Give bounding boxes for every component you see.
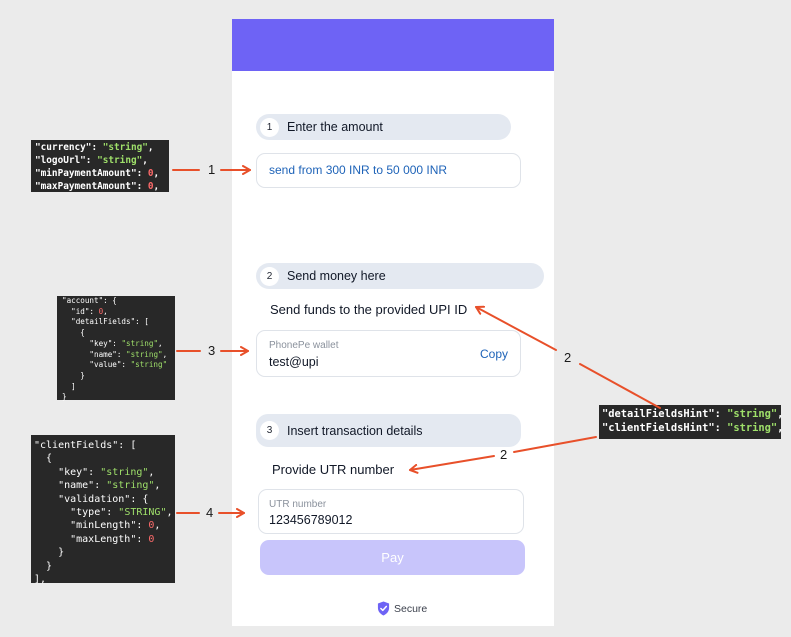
code-line: } (34, 547, 65, 559)
utr-caption: Provide UTR number (272, 462, 395, 477)
code-line: "currency": "string", (35, 142, 154, 153)
code-line: "key": "string", (62, 338, 163, 348)
code-line: "maxLength": 0 (34, 533, 155, 545)
step-number: 1 (260, 117, 279, 137)
copy-button[interactable]: Copy (479, 347, 508, 361)
step-3-header: 3 Insert transaction details (256, 414, 521, 447)
code-line: ], (34, 574, 47, 586)
step-2-header: 2 Send money here (256, 263, 544, 289)
secure-badge: Secure (377, 601, 427, 616)
step-title: Insert transaction details (287, 423, 423, 438)
utr-field[interactable]: UTR number (258, 489, 524, 534)
step-title: Enter the amount (287, 120, 383, 134)
amount-range-text: send from 300 INR to 50 000 INR (269, 163, 448, 177)
utr-field-label: UTR number (269, 499, 327, 510)
annotation-number-4: 4 (206, 505, 214, 520)
pay-button[interactable]: Pay (260, 540, 525, 575)
code-line: "minPaymentAmount": 0, (35, 168, 160, 179)
code-line: "detailFieldsHint": "string", (602, 408, 784, 420)
wallet-label: PhonePe wallet (269, 340, 339, 351)
secure-label: Secure (394, 602, 428, 615)
annotation-number-2-utr: 2 (500, 447, 508, 462)
code-line: ] (62, 381, 76, 391)
code-line: "value": "string" (62, 360, 168, 370)
shield-check-icon (377, 601, 390, 616)
code-line: "account": { (62, 296, 117, 305)
arrow-2-utr-a (513, 436, 597, 453)
code-line: } (62, 370, 85, 380)
step-number: 3 (260, 421, 279, 440)
code-line: "type": "STRING", (34, 507, 173, 519)
code-block-currency: "currency": "string", "logoUrl": "string… (31, 140, 169, 192)
step-title: Send money here (287, 269, 386, 283)
step-number: 2 (260, 266, 279, 286)
code-line: "key": "string", (34, 466, 155, 478)
code-block-hints: "detailFieldsHint": "string", "clientFie… (599, 405, 784, 439)
code-line: "clientFieldsHint": "string", (602, 422, 784, 434)
code-line: } (34, 560, 53, 572)
utr-input[interactable] (269, 513, 509, 527)
annotation-number-1: 1 (208, 162, 216, 177)
code-line: "id": 0, (62, 306, 108, 316)
code-line: "name": "string", (34, 480, 161, 492)
code-line: "maxPaymentAmount": 0, (35, 181, 160, 192)
code-line: "name": "string", (62, 349, 168, 359)
code-block-client-fields: "clientFields": [ { "key": "string", "na… (31, 435, 175, 586)
send-funds-caption: Send funds to the provided UPI ID (270, 302, 468, 317)
code-line: "minLength": 0, (34, 520, 161, 532)
wallet-details-card: PhonePe wallet test@upi Copy (256, 330, 521, 377)
payment-form-mockup: 1 Enter the amount send from 300 INR to … (232, 19, 554, 626)
annotation-number-2-upi: 2 (564, 350, 572, 365)
step-1-header: 1 Enter the amount (256, 114, 511, 140)
arrow-2-upi-b (475, 305, 557, 351)
arrow-2-utr-b (409, 455, 495, 474)
code-line: "clientFields": [ (34, 440, 137, 451)
code-line: "detailFields": [ (62, 317, 149, 327)
code-line: { (34, 453, 53, 465)
wallet-value: test@upi (269, 355, 319, 369)
code-line: "validation": { (34, 493, 149, 505)
arrow-2-upi-a (579, 363, 661, 409)
code-line: } (62, 392, 67, 402)
amount-range-box: send from 300 INR to 50 000 INR (256, 153, 521, 188)
code-line: "logoUrl": "string", (35, 155, 148, 166)
code-line: { (62, 328, 85, 338)
header-bar (232, 19, 554, 71)
annotation-number-3: 3 (208, 343, 216, 358)
code-block-account: "account": { "id": 0, "detailFields": [ … (57, 296, 175, 402)
